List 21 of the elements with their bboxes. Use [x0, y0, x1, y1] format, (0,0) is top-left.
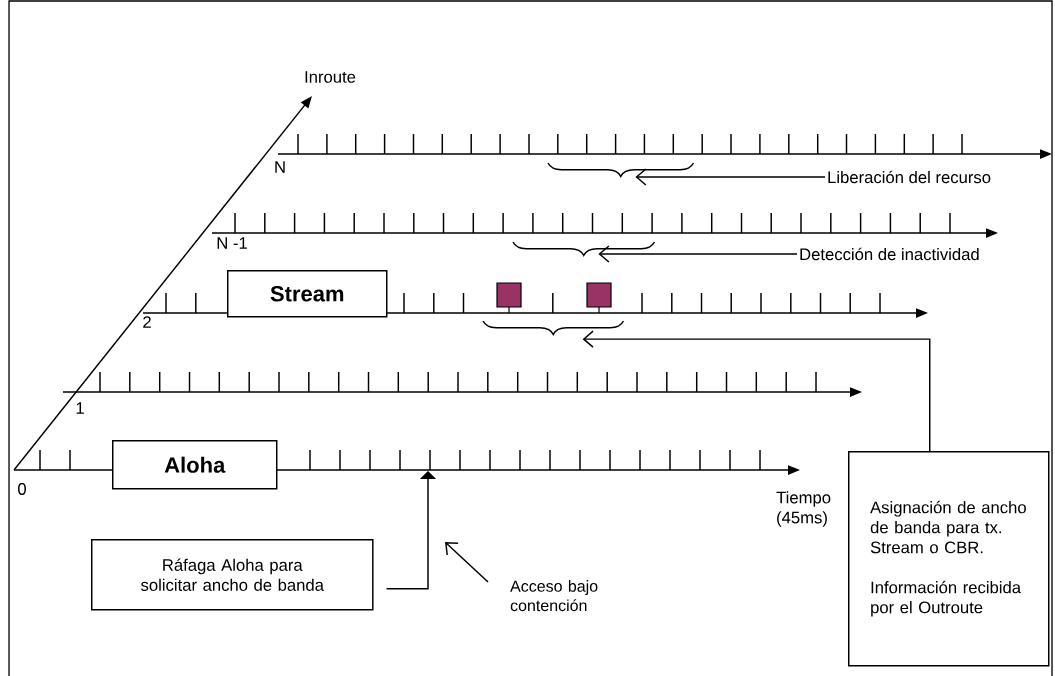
note-box: Asignación de ancho de banda para tx. Stream o CBR. Información recibida por el Outroute: [848, 451, 1050, 667]
row-label: N -1: [217, 237, 247, 249]
row-label: N: [275, 161, 285, 173]
callout-text: Acceso bajo contención: [510, 580, 598, 612]
aloha-box: Aloha: [112, 440, 278, 490]
axis-label: Inroute: [305, 71, 356, 83]
row-label: 1: [76, 402, 84, 414]
curly-brace: [482, 320, 625, 336]
curly-brace: [512, 241, 656, 257]
callout-text: Liberación del recurso: [828, 170, 991, 184]
row-label: 0: [18, 483, 26, 495]
time-label: Tiempo (45ms): [776, 491, 831, 527]
note-box: Ráfaga Aloha para solicitar ancho de banda: [91, 539, 374, 611]
callout-text: Detección de inactividad: [800, 247, 979, 261]
stream-box: Stream: [227, 270, 388, 318]
curly-brace: [547, 162, 695, 178]
leader-arrow: [598, 245, 798, 263]
leader-arrow: [635, 168, 826, 186]
leader-arrow: [582, 330, 931, 452]
row-label: 2: [143, 316, 151, 328]
leader-arrow: [445, 542, 489, 583]
